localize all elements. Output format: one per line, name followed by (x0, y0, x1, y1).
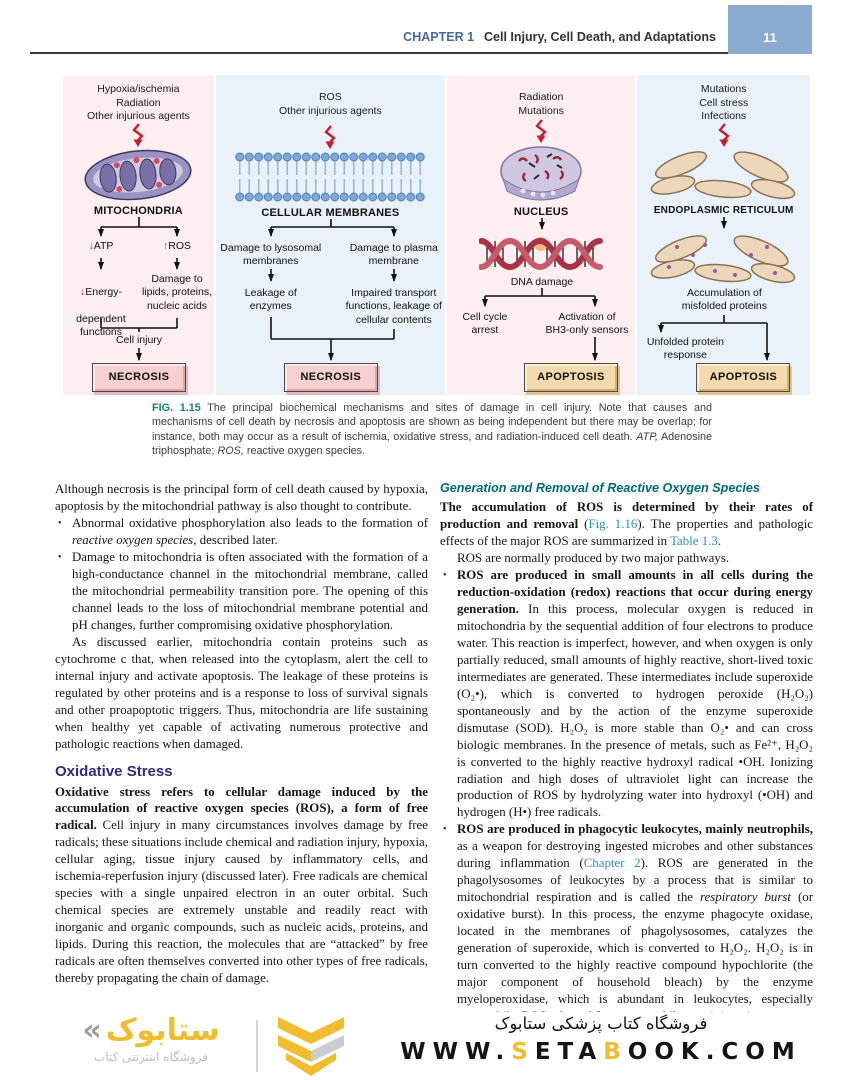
bullet-icon: • (443, 824, 447, 836)
er-misfolded-proteins-illustration (650, 235, 795, 284)
organ-label: CELLULAR MEMBRANES (261, 207, 400, 219)
bullet-icon: • (443, 569, 447, 581)
mitochondrion-illustration (84, 149, 192, 201)
apoptosis-box: APOPTOSIS (523, 363, 618, 392)
bullet-item: • Damage to mitochondria is often associ… (55, 549, 428, 634)
chapter-title: Cell Injury, Cell Death, and Adaptations (484, 30, 716, 44)
figure-caption: FIG. 1.15 The principal biochemical mech… (152, 402, 712, 458)
lysosomal-damage-node: Damage to lysosomal membranes (220, 242, 322, 268)
energy-functions-node: ↓Energy- dependent functions (76, 286, 126, 339)
paragraph: ROS are normally produced by two major p… (457, 550, 730, 565)
header-rule (30, 52, 812, 54)
bullet-text: Abnormal oxidative phosphorylation also … (72, 515, 428, 547)
bh3-sensors-node: Activation of BH3-only sensors (545, 311, 629, 337)
bookstore-title: فروشگاه کتاب پزشکی ستابوک (494, 1014, 708, 1033)
flow-connectors (267, 219, 397, 361)
down-arrow-icon: ↓ (88, 240, 94, 252)
flow-connectors (481, 218, 598, 361)
bullet-text: Damage to mitochondria is often associat… (72, 549, 428, 632)
bookstore-watermark: « ستابوک فروشگاه اینترنتی کتاب فروشگاه ک… (0, 1012, 844, 1080)
figure-link[interactable]: Fig. 1.16 (588, 516, 638, 531)
bullet-text: ROS are produced in small amounts in all… (457, 567, 813, 820)
bullet-item: • ROS are produced in small amounts in a… (440, 567, 813, 822)
chevron-emblem-icon (278, 1017, 344, 1076)
bullet-item: • Abnormal oxidative phosphorylation als… (55, 515, 428, 549)
chapter-label: CHAPTER 1 (403, 30, 475, 44)
running-header: CHAPTER 1 Cell Injury, Cell Death, and Ad… (403, 30, 716, 44)
dna-damage-node: DNA damage (510, 276, 574, 288)
lightning-arrow-icon (324, 125, 337, 149)
injury-causes: ROS Other injurious agents (278, 91, 382, 117)
er-illustration (650, 151, 795, 200)
panel-nucleus: Radiation Mutations NUCLEUS (446, 75, 636, 395)
paragraph: Oxidative stress refers to cellular dama… (55, 784, 428, 986)
dna-helix-illustration (479, 237, 604, 271)
bookstore-url[interactable]: WWW.SETABOOK.COM (400, 1039, 802, 1065)
paragraph: The accumulation of ROS is determined by… (440, 500, 813, 548)
table-link[interactable]: Table 1.3 (670, 533, 718, 548)
left-column: Although necrosis is the principal form … (55, 481, 428, 1025)
lightning-arrow-icon (132, 123, 145, 147)
brand-subtitle: فروشگاه اینترنتی کتاب (93, 1050, 209, 1064)
figure-label: FIG. 1.15 (152, 402, 201, 414)
bullet-item: • ROS are produced in phagocytic leukocy… (440, 821, 813, 1025)
chevron-left-icon: « (82, 1013, 102, 1048)
chapter-link[interactable]: Chapter 2 (583, 856, 641, 871)
panel-membranes: ROS Other injurious agents CELLULAR MEMB… (215, 75, 445, 395)
upr-node: Unfolded protein response (646, 336, 724, 362)
up-arrow-icon: ↑ (162, 240, 169, 252)
brand-wordmark: ستابوک (105, 1013, 220, 1048)
injury-causes: Mutations Cell stress Infections (699, 83, 749, 123)
organ-label: ENDOPLASMIC RETICULUM (653, 205, 794, 216)
paragraph: Although necrosis is the principal form … (55, 482, 428, 513)
necrosis-box: NECROSIS (92, 363, 186, 392)
page-number-badge: 11 (728, 5, 812, 54)
plasma-damage-node: Damage to plasma membrane (349, 242, 438, 268)
organ-label: MITOCHONDRIA (93, 205, 183, 217)
cell-cycle-arrest-node: Cell cycle arrest (462, 311, 508, 337)
flow-connectors (98, 217, 180, 361)
lightning-arrow-icon (717, 123, 730, 147)
page-number: 11 (763, 30, 777, 45)
lightning-arrow-icon (535, 119, 547, 143)
flow-connectors (658, 217, 771, 361)
panel-er: Mutations Cell stress Infections ENDOPLA… (637, 75, 810, 395)
bullet-icon: • (58, 517, 62, 529)
bullet-icon: • (58, 551, 62, 563)
atp-node: ↓ATP (88, 240, 114, 252)
figure-1-15: Hypoxia/ischemia Radiation Other injurio… (63, 75, 810, 395)
necrosis-box: NECROSIS (283, 363, 378, 392)
body-text: Although necrosis is the principal form … (55, 481, 813, 1025)
panel-mitochondria: Hypoxia/ischemia Radiation Other injurio… (63, 75, 214, 395)
lipid-bilayer-illustration (235, 151, 426, 203)
bullet-text: ROS are produced in phagocytic leukocyte… (457, 822, 813, 1023)
down-arrow-icon: ↓ (79, 286, 86, 299)
nucleus-illustration (500, 146, 582, 201)
injury-causes: Hypoxia/ischemia Radiation Other injurio… (87, 83, 190, 123)
injury-causes: Radiation Mutations (518, 91, 564, 117)
divider (256, 1020, 258, 1072)
damage-node: Damage to lipids, proteins, nucleic acid… (141, 273, 213, 312)
cell-injury-node: Cell injury (115, 334, 163, 346)
brand-logo: « ستابوک فروشگاه اینترنتی کتاب (56, 1013, 246, 1065)
subsection-heading: Generation and Removal of Reactive Oxyge… (440, 481, 760, 495)
transport-impaired-node: Impaired transport functions, leakage of… (345, 287, 442, 326)
enzyme-leakage-node: Leakage of enzymes (244, 287, 297, 313)
organ-label: NUCLEUS (513, 206, 569, 218)
right-column: Generation and Removal of Reactive Oxyge… (440, 481, 813, 1025)
bookstore-info: فروشگاه کتاب پزشکی ستابوک WWW.SETABOOK.C… (386, 1014, 816, 1065)
paragraph: As discussed earlier, mitochondria conta… (55, 634, 428, 751)
section-heading: Oxidative Stress (55, 762, 173, 780)
ros-node: ↑ROS (162, 240, 192, 252)
misfolded-proteins-node: Accumulation of misfolded proteins (681, 287, 767, 313)
apoptosis-box: APOPTOSIS (696, 363, 791, 392)
